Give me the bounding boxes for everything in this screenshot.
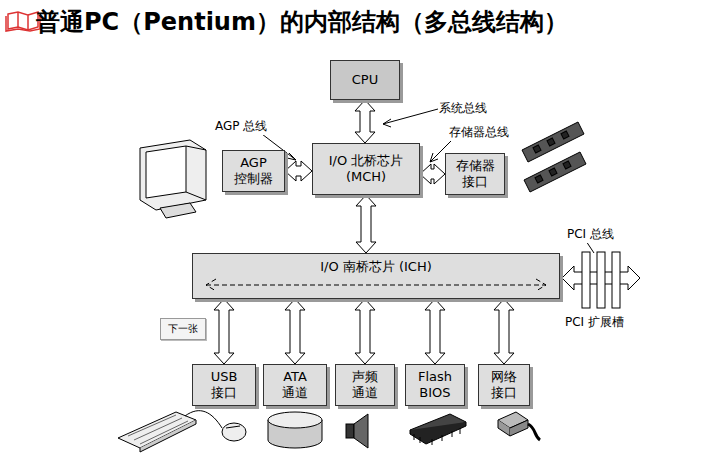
box-label: 存储器 接口 [456, 158, 495, 189]
bus-arrow [285, 299, 305, 364]
next-page-button: 下一张 [160, 318, 206, 340]
bus-arrow [425, 299, 445, 364]
flash-bios-box: Flash BIOS [405, 364, 465, 406]
bus-arrow [355, 100, 375, 143]
disk-icon [268, 412, 322, 448]
north-bridge-box: I/O 北桥芯片 (MCH) [312, 143, 420, 195]
box-label: Flash BIOS [418, 369, 452, 400]
memory-modules [522, 122, 586, 192]
bus-arrow [285, 161, 312, 181]
bus-label: 系统总线 [438, 100, 488, 117]
bus-label: PCI 总线 [566, 226, 615, 243]
ata-channel-box: ATA 通道 [263, 364, 327, 406]
bus-label: AGP 总线 [214, 118, 268, 135]
network-interface-box: 网络 接口 [478, 364, 530, 406]
flash-chip-icon [410, 414, 466, 445]
pci-bus [562, 252, 640, 308]
box-label: CPU [352, 72, 378, 88]
speaker-icon [346, 414, 368, 448]
memory-interface-box: 存储器 接口 [445, 153, 505, 195]
book-icon [6, 12, 40, 31]
keyboard-icon [118, 411, 246, 452]
box-label: I/O 北桥芯片 (MCH) [320, 153, 412, 184]
box-label: AGP 控制器 [234, 155, 273, 186]
bus-arrow [355, 299, 375, 364]
network-plug-icon [498, 412, 540, 440]
bus-arrow [214, 299, 234, 364]
audio-channel-box: 声频 通道 [335, 364, 395, 406]
box-label: 下一张 [168, 323, 198, 335]
box-label: ATA 通道 [282, 369, 308, 400]
box-label: USB 接口 [211, 369, 238, 400]
page-title: 普通PC（Pentium）的内部结构（多总线结构） [36, 6, 568, 38]
leader-lines [258, 109, 594, 253]
bus-label: PCI 扩展槽 [564, 314, 625, 331]
bus-arrow [356, 195, 376, 253]
agp-controller-box: AGP 控制器 [222, 150, 285, 192]
bus-arrow [420, 164, 445, 184]
cpu-box: CPU [330, 60, 400, 100]
box-label: I/O 南桥芯片 (ICH) [320, 259, 432, 275]
usb-interface-box: USB 接口 [192, 364, 256, 406]
bus-label: 存储器总线 [448, 124, 510, 141]
box-label: 网络 接口 [491, 369, 517, 400]
bus-arrow [494, 299, 514, 364]
monitor-icon [140, 140, 206, 218]
south-bridge-band: I/O 南桥芯片 (ICH) [192, 253, 560, 299]
box-label: 声频 通道 [352, 369, 378, 400]
